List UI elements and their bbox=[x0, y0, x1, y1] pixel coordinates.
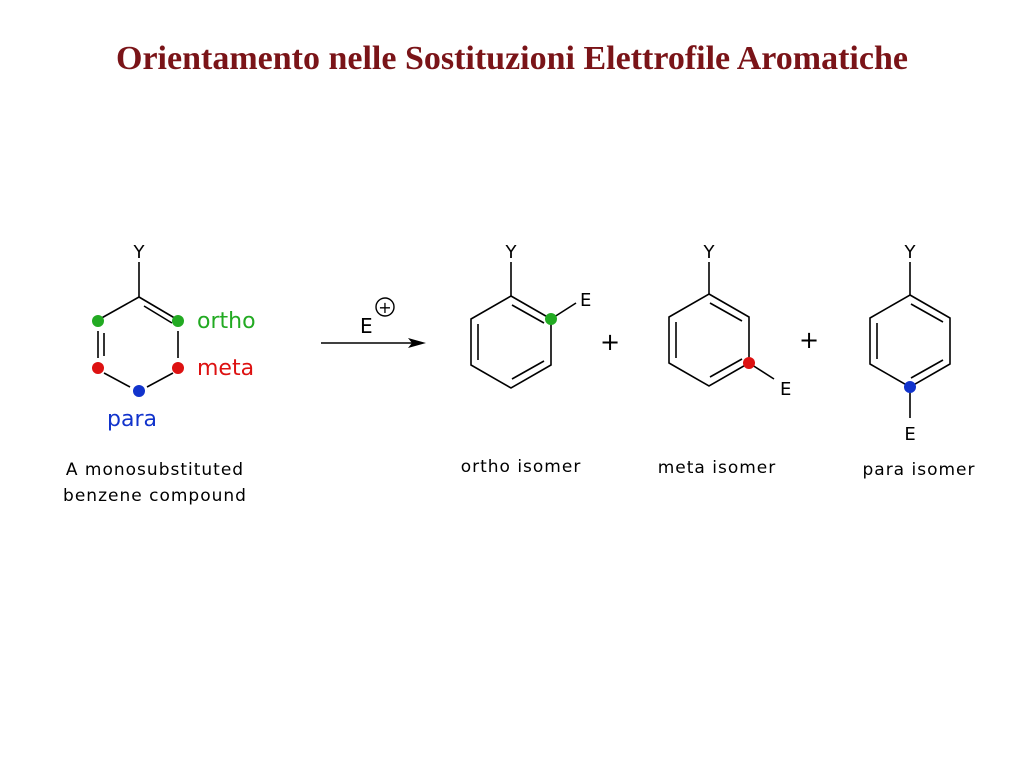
positive-charge-circle bbox=[375, 297, 395, 317]
ortho-product-caption: ortho isomer bbox=[461, 457, 582, 477]
meta-position-dot-left bbox=[92, 362, 104, 374]
para-product-substituent: Y bbox=[904, 242, 917, 263]
meta-product-double-3 bbox=[709, 358, 743, 378]
ortho-product-ring bbox=[470, 295, 552, 389]
reactant-substituent-label: Y bbox=[133, 242, 146, 263]
ortho-product-substitution-dot bbox=[545, 313, 557, 325]
ortho-product-electrophile: E bbox=[580, 290, 591, 311]
para-product-electrophile: E bbox=[904, 424, 915, 445]
reactant-bond-c3-c4 bbox=[146, 372, 174, 388]
meta-product-ring bbox=[668, 293, 750, 387]
ortho-product-double-1 bbox=[511, 304, 545, 324]
plus-sign-2: + bbox=[799, 326, 819, 354]
ortho-product: Y E ortho isomer bbox=[461, 242, 592, 477]
para-position-dot bbox=[133, 385, 145, 397]
positive-charge-sign: + bbox=[378, 298, 391, 317]
page-title: Orientamento nelle Sostituzioni Elettrof… bbox=[116, 40, 908, 77]
para-product-double-3 bbox=[910, 359, 944, 379]
ortho-product-double-3 bbox=[511, 360, 545, 380]
para-product-substitution-dot bbox=[904, 381, 916, 393]
meta-product-electrophile: E bbox=[780, 379, 791, 400]
meta-position-dot-right bbox=[172, 362, 184, 374]
meta-product-double-1 bbox=[709, 302, 743, 322]
plus-sign-1: + bbox=[600, 328, 620, 356]
para-product-caption: para isomer bbox=[862, 460, 975, 480]
ortho-position-dot-left bbox=[92, 315, 104, 327]
reactant-caption-line1: A monosubstituted bbox=[66, 460, 244, 480]
reactant-bond-c5-c4 bbox=[103, 372, 131, 388]
ortho-label: ortho bbox=[197, 309, 256, 334]
meta-product-caption: meta isomer bbox=[658, 458, 777, 478]
reactant-bond-c1-c2-inner bbox=[143, 305, 173, 324]
ortho-product-substituent: Y bbox=[505, 242, 518, 263]
meta-product-substitution-dot bbox=[743, 357, 755, 369]
reactant-bond-c1-c2 bbox=[138, 296, 179, 321]
meta-product: Y E meta isomer bbox=[658, 242, 792, 478]
reaction-arrow-head bbox=[408, 338, 426, 348]
reaction-arrow-group: E + bbox=[321, 297, 426, 348]
ortho-position-dot-right bbox=[172, 315, 184, 327]
para-product: Y E para isomer bbox=[862, 242, 975, 480]
meta-label: meta bbox=[197, 356, 254, 381]
para-product-ring bbox=[869, 294, 951, 388]
para-product-double-1 bbox=[910, 303, 944, 323]
para-label: para bbox=[107, 407, 157, 432]
reactant-bond-c1-c6 bbox=[97, 296, 140, 321]
reactant-caption-line2: benzene compound bbox=[63, 486, 247, 506]
meta-product-substituent: Y bbox=[703, 242, 716, 263]
reactant-molecule: Y ortho meta para A monosubstituted benz… bbox=[63, 242, 255, 506]
electrophile-symbol: E bbox=[360, 314, 373, 338]
